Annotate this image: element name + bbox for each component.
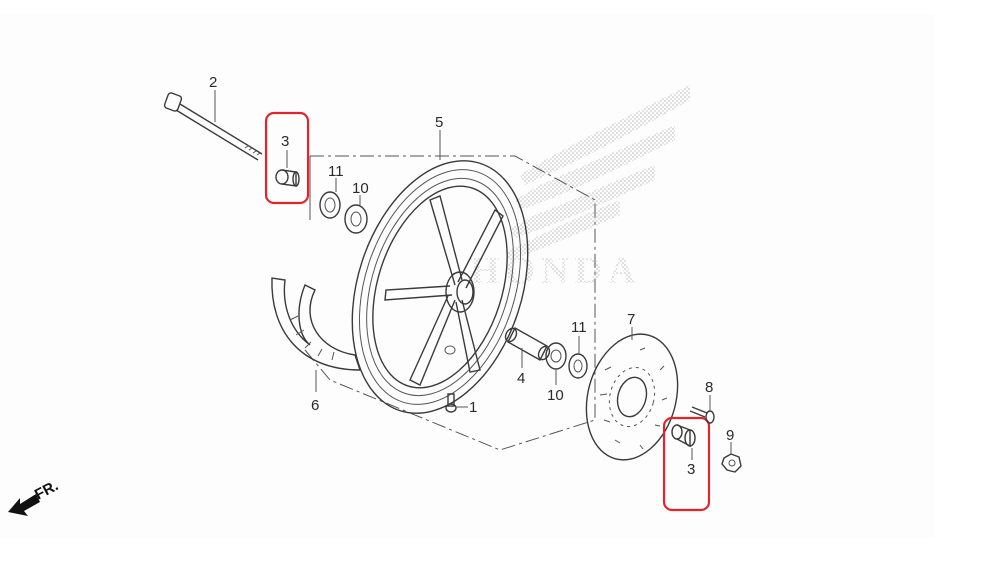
honda-wing-logo: HONDA <box>470 85 690 292</box>
callout-8: 8 <box>705 379 713 396</box>
front-direction-indicator: FR. <box>8 477 61 516</box>
callout-6: 6 <box>311 397 319 414</box>
callout-7: 7 <box>627 311 635 328</box>
dust-seal-right: 11 <box>568 319 588 379</box>
brake-disc: 7 <box>585 311 679 461</box>
fender: 6 <box>271 277 361 414</box>
callout-10-right: 10 <box>547 387 564 404</box>
callout-10-left: 10 <box>352 180 369 197</box>
callout-5: 5 <box>435 114 443 131</box>
callout-11-left: 11 <box>328 163 344 180</box>
axle-nut: 9 <box>721 427 742 473</box>
valve: 1 <box>445 393 477 416</box>
wheel: 5 <box>351 114 529 414</box>
arrow-icon <box>8 494 40 516</box>
distance-collar: 4 <box>504 327 551 387</box>
callout-1: 1 <box>469 399 477 416</box>
callout-3-right: 3 <box>687 461 695 478</box>
collar-right: 3 <box>662 416 711 512</box>
callout-4: 4 <box>517 370 525 387</box>
diagram-panel <box>0 14 934 538</box>
axle-bolt: 2 <box>163 74 263 161</box>
callout-3-left: 3 <box>281 133 289 150</box>
collar-left: 3 <box>264 111 310 205</box>
highlight-box-left <box>264 111 310 205</box>
callout-11-right: 11 <box>571 319 587 336</box>
disc-bolt: 8 <box>689 379 715 424</box>
bearing-left: 10 <box>344 180 369 234</box>
callout-2: 2 <box>209 74 217 91</box>
assembly-outline <box>304 155 596 451</box>
callout-9: 9 <box>726 427 734 444</box>
bearing-right: 10 <box>545 342 567 404</box>
highlight-box-right <box>662 416 711 512</box>
honda-watermark-text: HONDA <box>470 250 641 292</box>
dust-seal-left: 11 <box>319 163 344 219</box>
